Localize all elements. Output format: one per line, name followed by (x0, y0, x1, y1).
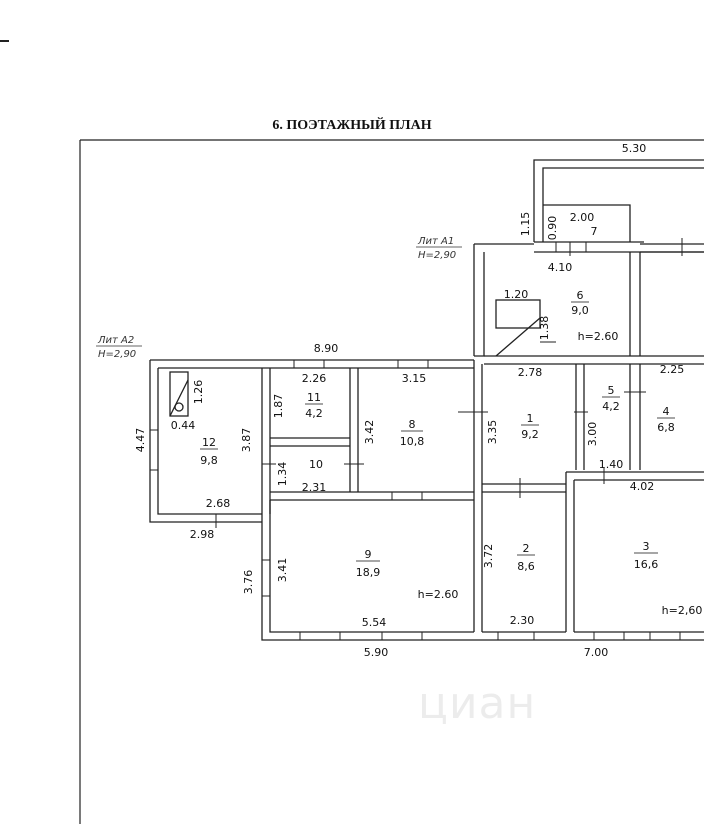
plan-title: 6. ПОЭТАЖНЫЙ ПЛАН (272, 118, 432, 133)
svg-text:16,6: 16,6 (634, 558, 659, 571)
svg-text:18,9: 18,9 (356, 566, 381, 579)
dim-3-35: 3.35 (486, 420, 499, 445)
svg-text:7: 7 (591, 225, 598, 238)
dim-2-98: 2.98 (190, 528, 215, 541)
svg-text:10: 10 (309, 458, 323, 471)
windows (149, 241, 681, 641)
lit-a1-height: H=2,90 (418, 250, 456, 261)
dim-5-30: 5.30 (622, 142, 647, 155)
svg-text:2: 2 (523, 542, 530, 555)
lit-a1-name: Лит А1 (417, 236, 454, 247)
svg-text:9,8: 9,8 (200, 454, 218, 467)
dim-4-47: 4.47 (134, 428, 147, 453)
dim-2-30: 2.30 (510, 614, 535, 627)
room-7-label: 7 (591, 225, 598, 238)
room-3-label: 3 16,6 (634, 540, 659, 571)
dim-4-02: 4.02 (630, 480, 655, 493)
room-5-label: 5 4,2 (602, 384, 620, 413)
dim-4-10: 4.10 (548, 261, 573, 274)
corner-mark (0, 40, 9, 42)
dim-3-41: 3.41 (276, 558, 289, 583)
svg-text:1: 1 (527, 412, 534, 425)
dim-5-54: 5.54 (362, 616, 387, 629)
svg-text:11: 11 (307, 391, 321, 404)
height-room-6: h=2.60 (578, 330, 619, 343)
dim-3-87: 3.87 (240, 428, 253, 453)
lit-a2-name: Лит А2 (97, 335, 134, 346)
dim-5-90: 5.90 (364, 646, 389, 659)
svg-text:4,2: 4,2 (602, 400, 620, 413)
room-12-label: 12 9,8 (200, 436, 218, 467)
room-6-label: 6 9,0 (571, 289, 589, 317)
height-room-9: h=2.60 (418, 588, 459, 601)
svg-text:9,2: 9,2 (521, 428, 539, 441)
dim-0-90: 0.90 (546, 216, 559, 241)
svg-text:3: 3 (643, 540, 650, 553)
room-1-label: 1 9,2 (521, 412, 539, 441)
door-marks (215, 238, 683, 528)
dim-0-44: 0.44 (171, 419, 196, 432)
dim-1-15: 1.15 (519, 212, 532, 237)
svg-text:4,2: 4,2 (305, 407, 323, 420)
svg-text:8,6: 8,6 (517, 560, 535, 573)
dim-2-78: 2.78 (518, 366, 543, 379)
dim-7-00: 7.00 (584, 646, 609, 659)
dim-3-42: 3.42 (363, 420, 376, 445)
dim-2-25: 2.25 (660, 363, 685, 376)
dim-1-26: 1.26 (192, 380, 205, 405)
dim-8-90: 8.90 (314, 342, 339, 355)
dim-2-26: 2.26 (302, 372, 327, 385)
dim-1-38: 1.38 (538, 316, 551, 341)
walls (149, 159, 704, 641)
svg-text:10,8: 10,8 (400, 435, 425, 448)
room-9-label: 9 18,9 (356, 548, 381, 579)
dim-3-00: 3.00 (586, 422, 599, 447)
room-2-label: 2 8,6 (517, 542, 535, 573)
svg-text:5: 5 (608, 384, 615, 397)
room-10-label: 10 (309, 458, 323, 471)
room-4-label: 4 6,8 (657, 405, 675, 434)
svg-text:6,8: 6,8 (657, 421, 675, 434)
dim-3-72: 3.72 (482, 544, 495, 569)
dim-2-00: 2.00 (570, 211, 595, 224)
lit-a2-height: H=2,90 (98, 349, 136, 360)
dim-3-15: 3.15 (402, 372, 427, 385)
dim-1-40: 1.40 (599, 458, 624, 471)
dim-1-34: 1.34 (276, 462, 289, 487)
dim-2-31: 2.31 (302, 481, 327, 494)
svg-text:9: 9 (365, 548, 372, 561)
svg-text:8: 8 (409, 418, 416, 431)
room-11-label: 11 4,2 (305, 391, 323, 420)
height-room-3: h=2,60 (662, 604, 703, 617)
dim-2-68: 2.68 (206, 497, 231, 510)
watermark-text: циан (418, 678, 537, 729)
dim-3-76: 3.76 (242, 570, 255, 595)
dim-1-87: 1.87 (272, 394, 285, 419)
svg-text:6: 6 (577, 289, 584, 302)
svg-text:9,0: 9,0 (571, 304, 589, 317)
svg-text:12: 12 (202, 436, 216, 449)
svg-text:4: 4 (663, 405, 670, 418)
room-8-label: 8 10,8 (400, 418, 425, 448)
dim-1-20: 1.20 (504, 288, 529, 301)
